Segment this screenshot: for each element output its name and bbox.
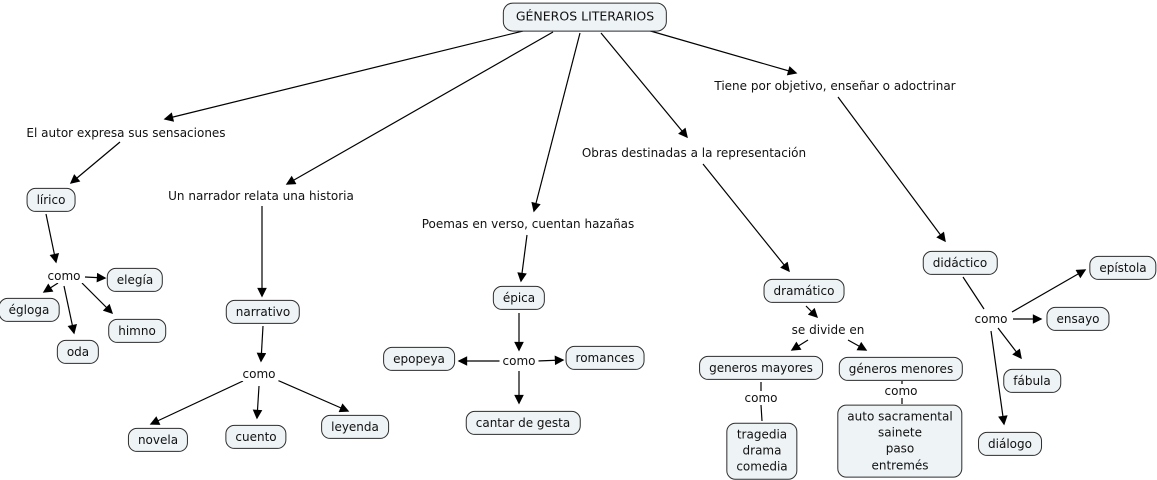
node-didactico[interactable]: didáctico [922, 250, 998, 276]
linking-phrase-como-menores[interactable]: como [881, 384, 921, 398]
node-dramatico[interactable]: dramático [763, 278, 845, 304]
edge [646, 29, 798, 76]
edge [760, 404, 763, 422]
node-ensayo[interactable]: ensayo [1046, 306, 1110, 332]
edge [702, 163, 790, 273]
linking-phrase-como-narrativo[interactable]: como [239, 367, 279, 381]
node-generos-menores[interactable]: géneros menores [838, 356, 964, 382]
edge [163, 30, 524, 122]
edge [69, 141, 121, 184]
node-auto-sacramental-group[interactable]: auto sacramental sainete paso entremés [837, 404, 963, 478]
edge [805, 305, 819, 319]
node-cuento[interactable]: cuento [225, 424, 287, 450]
linking-phrase-como-lirico[interactable]: como [44, 269, 84, 283]
node-romances[interactable]: romances [565, 345, 645, 371]
node-lirico[interactable]: lírico [26, 187, 76, 213]
edge [962, 276, 985, 310]
edge [252, 385, 263, 420]
edge [536, 355, 565, 366]
edge [837, 96, 946, 243]
node-cantar-de-gesta[interactable]: cantar de gesta [465, 410, 581, 436]
edge [45, 213, 60, 264]
node-epistola[interactable]: epístola [1089, 255, 1157, 281]
linking-phrase-obras[interactable]: Obras destinadas a la representación [578, 146, 810, 160]
linking-phrase-como-epica[interactable]: como [499, 354, 539, 368]
edge [600, 32, 688, 139]
node-generos-mayores[interactable]: generos mayores [699, 355, 823, 381]
edge [81, 282, 114, 315]
edge [790, 339, 809, 351]
node-elegia[interactable]: elegía [106, 267, 164, 293]
node-egloga[interactable]: égloga [0, 297, 60, 323]
node-epica[interactable]: épica [492, 285, 546, 311]
linking-phrase-un-narrador[interactable]: Un narrador relata una historia [165, 189, 357, 203]
linking-phrase-como-didactico[interactable]: como [971, 312, 1011, 326]
node-himno[interactable]: himno [108, 318, 166, 344]
linking-phrase-tiene[interactable]: Tiene por objetivo, enseñar o adoctrinar [711, 79, 959, 93]
edge [256, 325, 267, 363]
node-fabula[interactable]: fábula [1003, 368, 1061, 394]
edge [847, 339, 868, 351]
node-leyenda[interactable]: leyenda [321, 414, 389, 440]
edge [1011, 269, 1087, 313]
node-dialogo[interactable]: diálogo [978, 431, 1042, 457]
node-generos-literarios[interactable]: GÉNEROS LITERARIOS [502, 2, 668, 32]
edge [285, 31, 554, 185]
linking-phrase-poemas[interactable]: Poemas en verso, cuentan hazañas [418, 217, 638, 231]
node-narrativo[interactable]: narrativo [225, 299, 301, 325]
linking-phrase-se-divide-en[interactable]: se divide en [788, 323, 868, 337]
edge [63, 285, 77, 335]
linking-phrase-el-autor[interactable]: El autor expresa sus sensaciones [23, 126, 229, 140]
edge [531, 32, 581, 213]
edge [990, 330, 1008, 426]
edge [997, 327, 1022, 360]
edge [517, 234, 528, 283]
node-epopeya[interactable]: epopeya [383, 346, 455, 372]
edge [149, 380, 244, 425]
linking-phrase-como-mayores[interactable]: como [741, 391, 781, 405]
node-novela[interactable]: novela [127, 427, 189, 453]
node-tragedia-drama-comedia[interactable]: tragedia drama comedia [726, 422, 798, 480]
edge [42, 282, 59, 293]
edge [276, 379, 350, 413]
node-oda[interactable]: oda [56, 339, 100, 365]
edge [84, 272, 107, 283]
